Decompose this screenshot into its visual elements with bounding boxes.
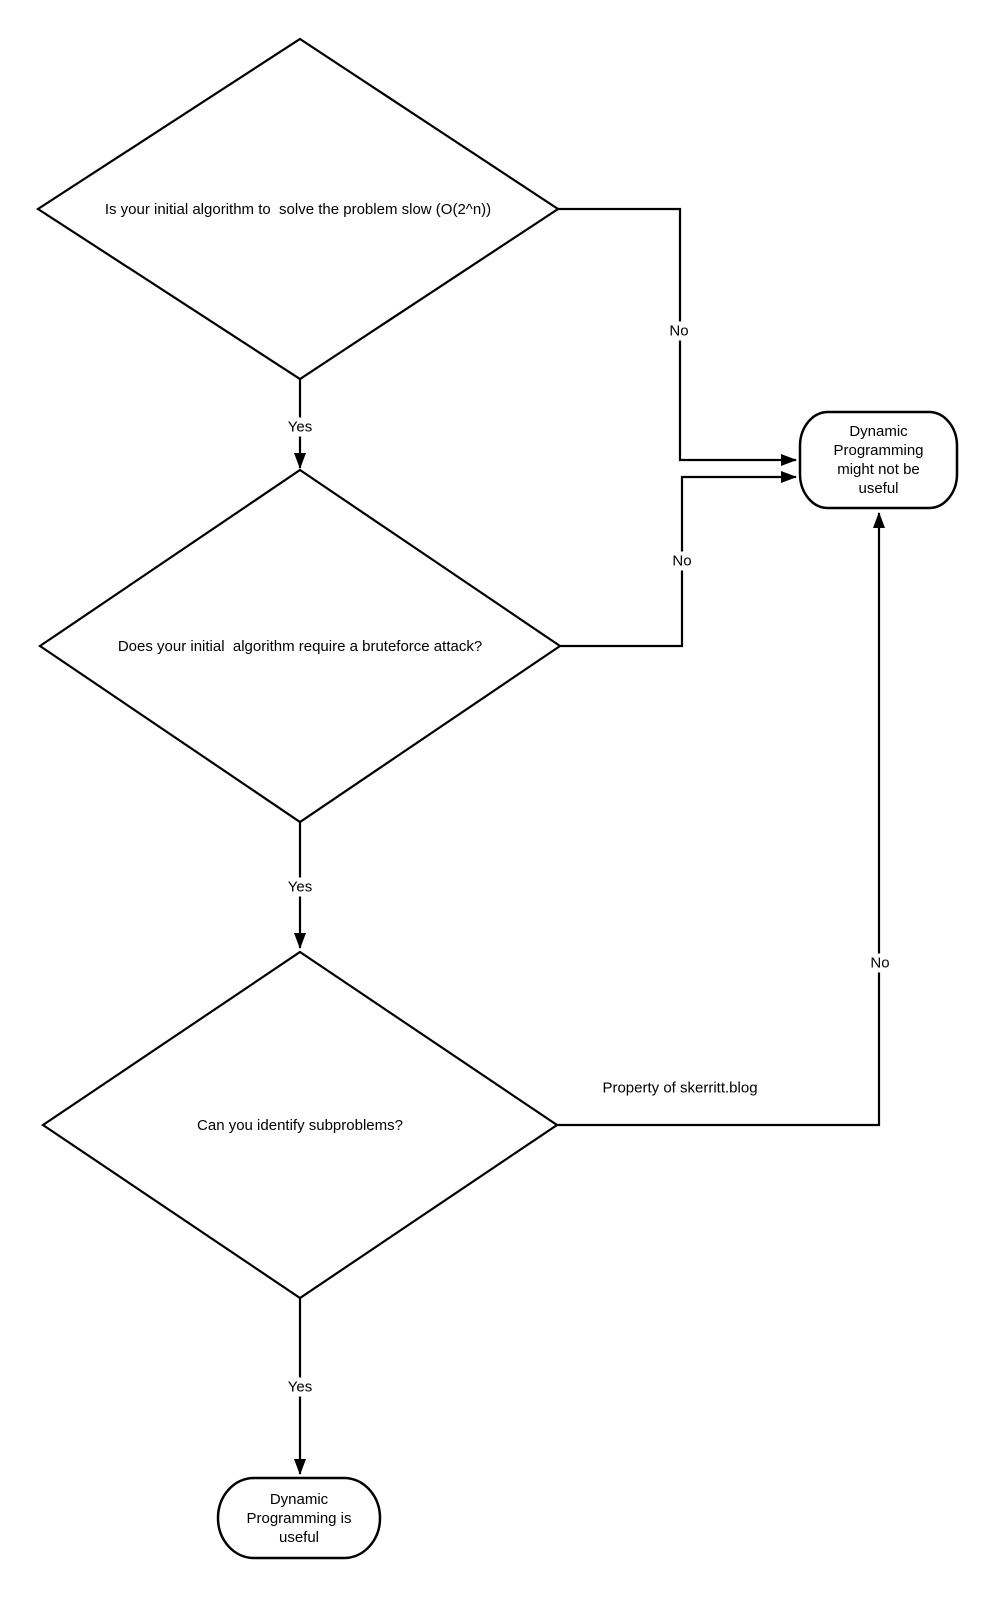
edge-label-no-2: No — [668, 551, 696, 571]
edge-label-yes-3: Yes — [283, 1377, 317, 1397]
edge-label-no-1: No — [665, 321, 693, 341]
decision-label-slow: Is your initial algorithm to solve the p… — [104, 201, 492, 218]
terminal-box-not-useful — [798, 410, 959, 510]
terminal-label-not-useful: Dynamic Programming might not be useful — [833, 423, 924, 497]
decision-label-bruteforce: Does your initial algorithm require a br… — [117, 638, 483, 655]
edge-no-subproblems-to-not-useful — [557, 512, 885, 1127]
edge-label-yes-2: Yes — [283, 877, 317, 897]
decision-diamond-bruteforce — [38, 468, 562, 824]
edge-label-yes-1: Yes — [283, 417, 317, 437]
decision-diamond-subproblems — [41, 950, 559, 1300]
edge-label-no-3: No — [866, 953, 894, 973]
decision-diamond-slow — [35, 37, 560, 381]
terminal-label-useful: Dynamic Programming is useful — [246, 1490, 352, 1546]
watermark-text: Property of skerritt.blog — [602, 1079, 758, 1097]
terminal-box-useful — [216, 1476, 382, 1560]
decision-label-subproblems: Can you identify subproblems? — [197, 1117, 403, 1134]
